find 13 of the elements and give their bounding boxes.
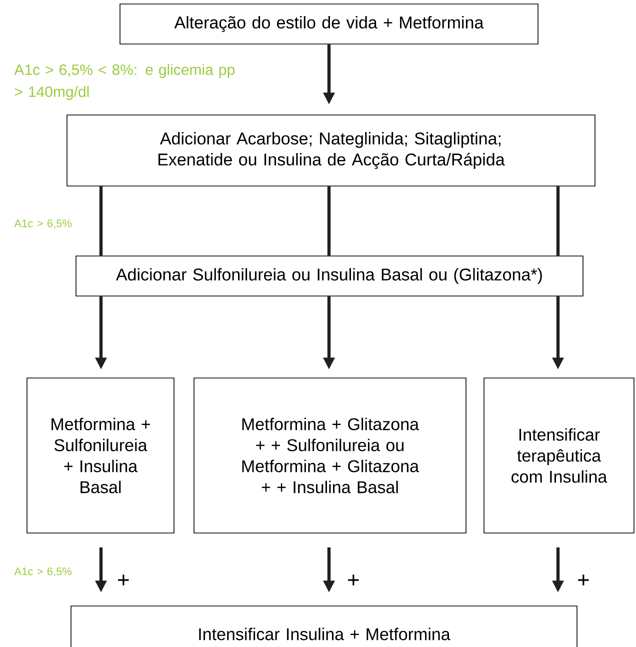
plus-sign: + bbox=[118, 574, 129, 586]
plus-sign: + bbox=[578, 574, 589, 586]
process-box: Alteração do estilo de vida + Metformina bbox=[120, 4, 538, 44]
process-box: Adicionar Acarbose; Nateglinida; Sitagliptina; Exenatide ou Insulina de Acção Curta/Rápida bbox=[66, 114, 596, 186]
condition-label: A1c > 6,5% bbox=[14, 219, 72, 229]
process-box: Intensificar terapêutica com Insulina bbox=[484, 378, 634, 534]
plus-sign: + bbox=[348, 574, 359, 586]
condition-label: A1c > 6,5% bbox=[14, 567, 72, 577]
process-box: Adicionar Sulfonilureia ou Insulina Basal ou (Glitazona*) bbox=[76, 256, 584, 296]
process-box: Intensificar Insulina + Metformina bbox=[70, 606, 578, 647]
process-box: Metformina + Glitazona + + Sulfonilureia ou Metformina + Glitazona + + Insulina Basal bbox=[194, 378, 466, 534]
process-box: Metformina + Sulfonilureia + Insulina Basal bbox=[26, 378, 174, 534]
condition-label: A1c > 6,5% < 8%: e glicemia pp > 140mg/dl bbox=[14, 64, 234, 100]
